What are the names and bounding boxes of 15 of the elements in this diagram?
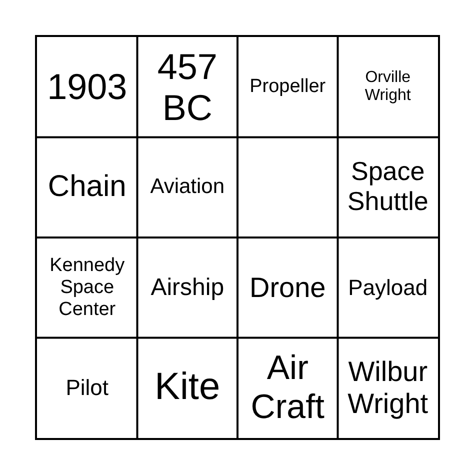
bingo-word: Drone bbox=[249, 272, 326, 304]
bingo-word: Airship bbox=[150, 274, 224, 302]
bingo-word: Kennedy Space Center bbox=[48, 254, 126, 320]
bingo-word: Chain bbox=[48, 170, 126, 205]
bingo-word: 457 BC bbox=[156, 46, 218, 129]
bingo-word: Kite bbox=[154, 366, 220, 410]
bingo-word: Payload bbox=[348, 274, 428, 300]
bingo-word: Propeller bbox=[250, 76, 326, 98]
bingo-word: Orville Wright bbox=[364, 68, 412, 106]
bingo-word: Air Craft bbox=[250, 348, 326, 427]
bingo-word: Aviation bbox=[150, 175, 225, 200]
bingo-word: 1903 bbox=[47, 66, 128, 108]
bingo-word: Pilot bbox=[66, 375, 109, 401]
bingo-word: Wilbur Wright bbox=[346, 356, 430, 420]
bingo-word: Space Shuttle bbox=[346, 157, 430, 218]
